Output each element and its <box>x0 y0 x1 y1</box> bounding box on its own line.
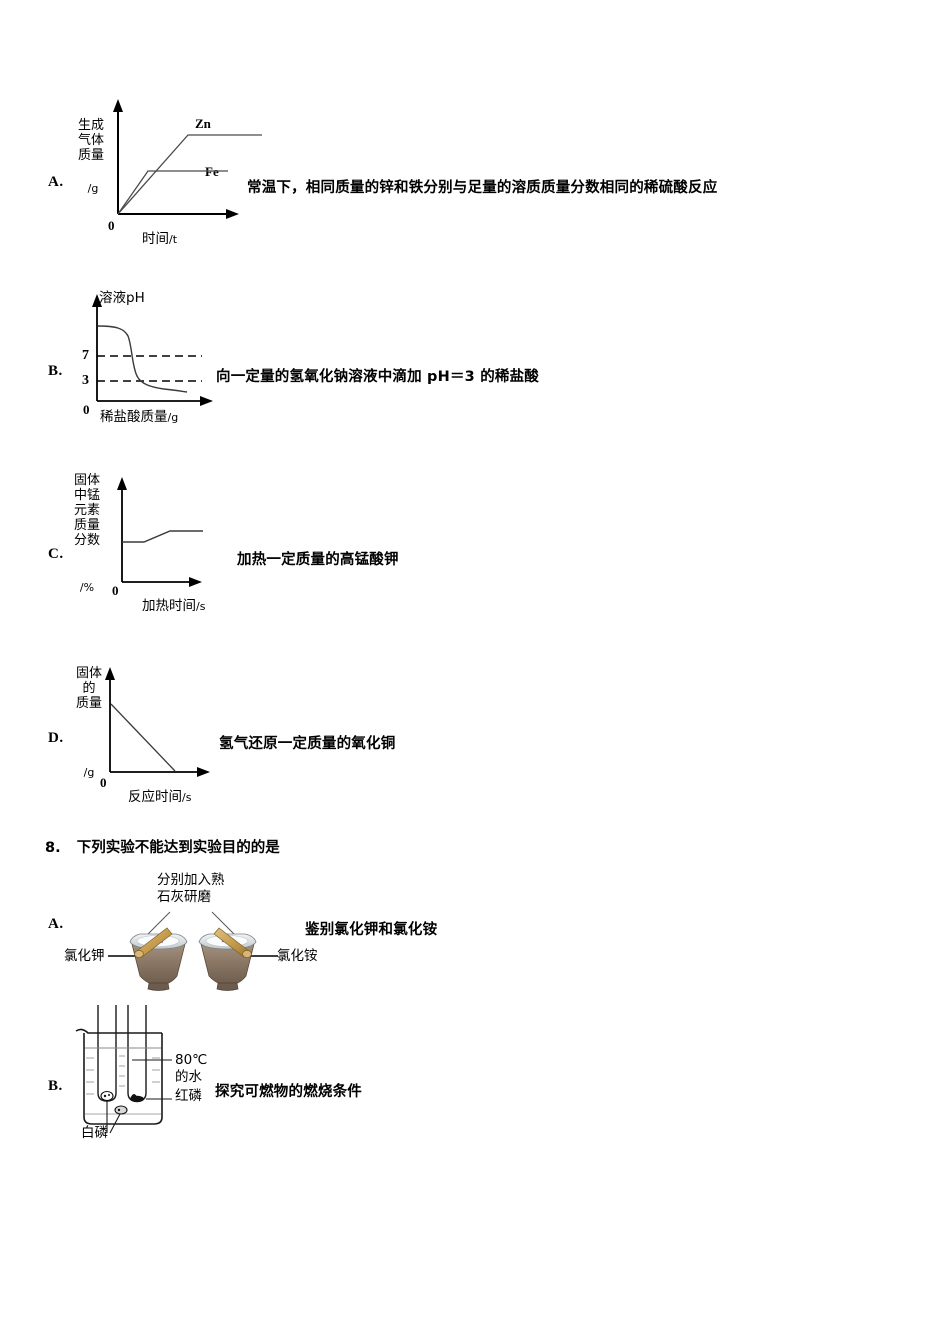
q7-a-origin-label: 0 <box>108 218 115 233</box>
q7-option-b-chart: 溶液pH 7 3 0 稀盐酸质量/g <box>80 288 250 433</box>
question-8-stem: 下列实验不能达到实验目的的是 <box>76 840 280 856</box>
q7-a-y-axis-unit: /g <box>87 182 99 195</box>
q7-c-y-axis-label: 固体中锰元素质量分数 <box>73 473 100 548</box>
q7-option-a-letter: A. <box>48 174 64 190</box>
q8-option-a-text: 鉴别氯化钾和氯化铵 <box>305 922 438 938</box>
q7-option-c-text: 加热一定质量的高锰酸钾 <box>237 552 399 568</box>
q7-b-tick-7: 7 <box>82 348 89 363</box>
q7-b-x-axis-label: 稀盐酸质量/g <box>100 409 179 425</box>
q8-b-water-label: 80℃ 的水 <box>175 1052 208 1085</box>
q7-c-origin-label: 0 <box>112 583 119 598</box>
q7-option-d-text: 氢气还原一定质量的氧化铜 <box>219 736 396 752</box>
question-8-heading: 8. 下列实验不能达到实验目的的是 <box>45 836 280 857</box>
q7-d-y-axis-label: 固体的质量 <box>75 666 102 711</box>
q7-d-x-axis-label: 反应时间/s <box>128 789 192 805</box>
q7-a-x-axis-label: 时间/t <box>142 231 178 247</box>
q7-c-y-axis-unit: /% <box>79 581 95 594</box>
q8-option-b-text: 探究可燃物的燃烧条件 <box>215 1084 362 1100</box>
q7-option-c-chart: 固体中锰元素质量分数 /% 0 加热时间/s <box>72 470 252 620</box>
q7-option-c-letter: C. <box>48 546 64 562</box>
q7-option-d-chart: 固体的质量 /g 0 反应时间/s <box>72 660 252 810</box>
q7-option-a-text: 常温下，相同质量的锌和铁分别与足量的溶质质量分数相同的稀硫酸反应 <box>247 180 718 196</box>
q8-b-red-phosphorus-label: 红磷 <box>175 1088 202 1104</box>
q8-option-b-letter: B. <box>48 1078 63 1094</box>
q8-a-right-label: 氯化铵 <box>277 948 318 964</box>
q7-option-b-letter: B. <box>48 363 63 379</box>
q7-a-y-axis-label: 生成气体质量 <box>77 118 104 163</box>
q7-b-tick-3: 3 <box>82 373 89 388</box>
q7-option-b-text: 向一定量的氢氧化钠溶液中滴加 pH＝3 的稀盐酸 <box>216 369 539 385</box>
q8-b-white-phosphorus-label: 白磷 <box>81 1125 108 1141</box>
q7-option-d-letter: D. <box>48 730 64 746</box>
q7-b-y-axis-label: 溶液pH <box>99 290 145 306</box>
q8-a-left-label: 氯化钾 <box>64 948 105 964</box>
q8-a-top-label: 分别加入熟 石灰研磨 <box>157 872 225 905</box>
q7-a-series-label-zn: Zn <box>195 116 211 131</box>
q7-b-origin-label: 0 <box>83 402 90 417</box>
q8-b-illustration-beaker: 80℃ 的水 红磷 白磷 <box>62 1000 362 1150</box>
q7-c-x-axis-label: 加热时间/s <box>142 598 206 614</box>
question-8-number: 8. <box>45 840 61 856</box>
q8-option-a-letter: A. <box>48 916 64 932</box>
q8-a-illustration-mortars: 分别加入熟 石灰研磨 氯化钾 氯化铵 <box>62 872 352 992</box>
q7-d-origin-label: 0 <box>100 775 107 790</box>
q7-d-y-axis-unit: /g <box>83 766 95 779</box>
q7-option-a-chart: 生成气体质量 /g 0 时间/t Zn Fe <box>78 96 262 247</box>
